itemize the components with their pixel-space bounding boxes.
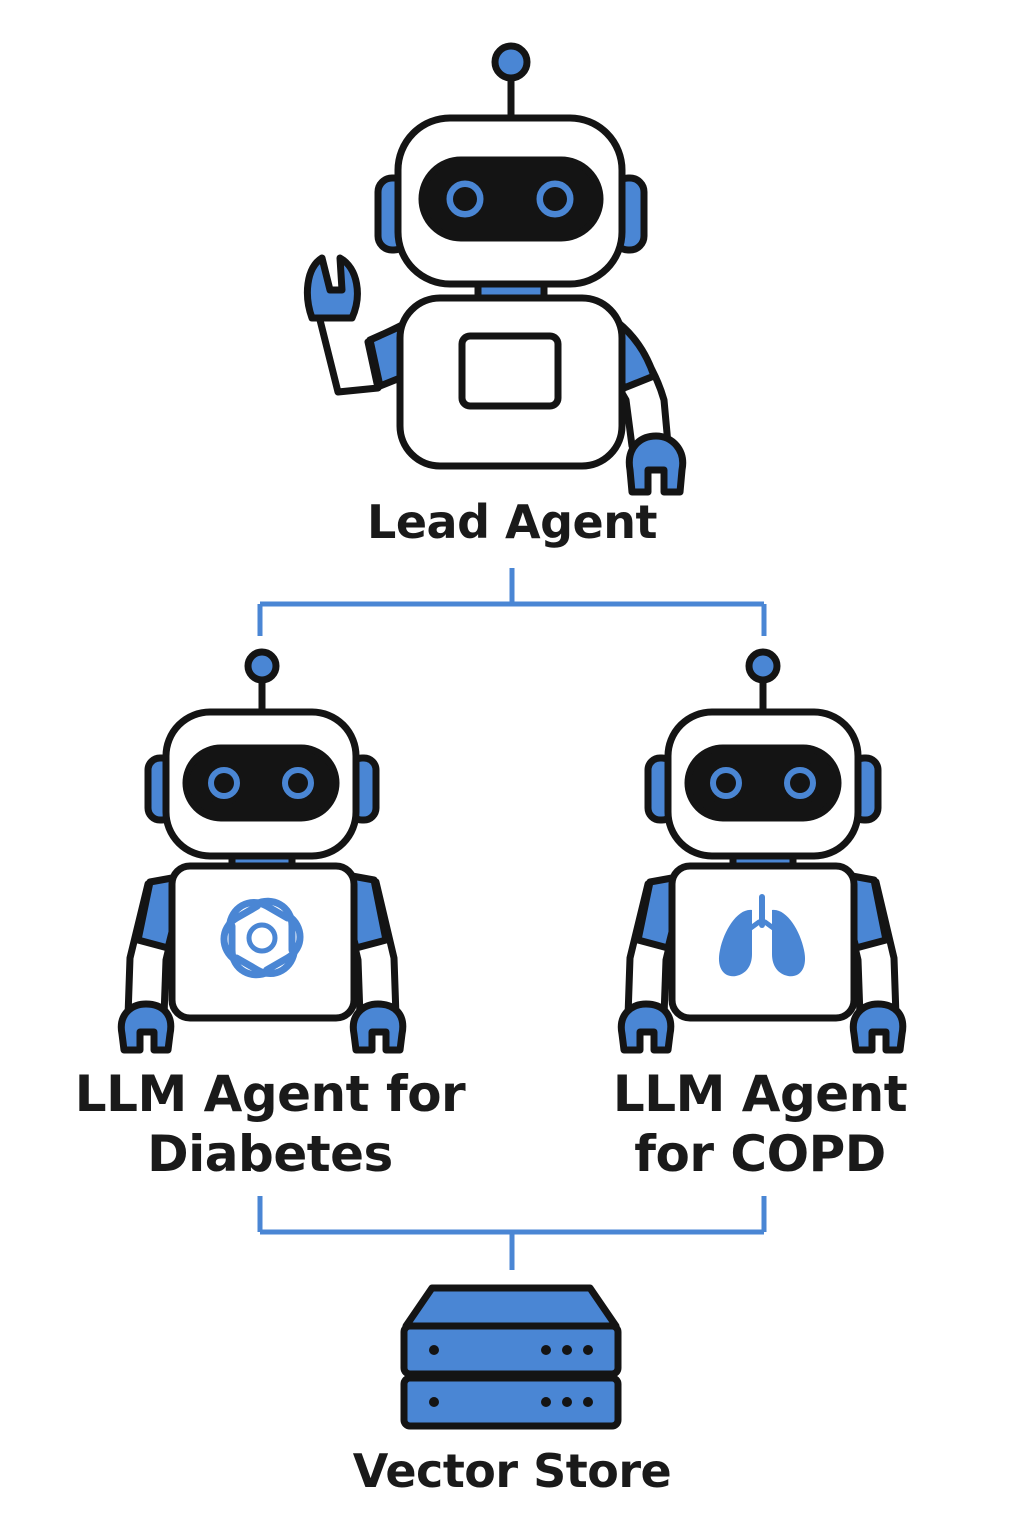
diabetes-agent-label-line1: LLM Agent for xyxy=(74,1065,466,1123)
openai-knot-icon xyxy=(220,897,304,979)
copd-agent-label-line2: for COPD xyxy=(634,1125,886,1183)
diabetes-agent-label: LLM Agent for Diabetes xyxy=(40,1064,500,1184)
lead-agent-label: Lead Agent xyxy=(367,495,657,549)
copd-agent-label: LLM Agent for COPD xyxy=(530,1064,990,1184)
copd-agent-label-line1: LLM Agent xyxy=(612,1065,908,1123)
copd-agent-robot-icon xyxy=(617,648,907,1054)
diabetes-agent-label-line2: Diabetes xyxy=(147,1125,393,1183)
lungs-icon xyxy=(718,894,806,977)
connector-lead-to-agents xyxy=(257,568,767,636)
lead-agent-robot-icon xyxy=(303,42,687,496)
server-rack-icon xyxy=(400,1284,622,1430)
diabetes-agent-robot-icon xyxy=(117,648,407,1054)
vector-store-label: Vector Store xyxy=(352,1444,672,1498)
connector-agents-to-store xyxy=(257,1196,767,1270)
